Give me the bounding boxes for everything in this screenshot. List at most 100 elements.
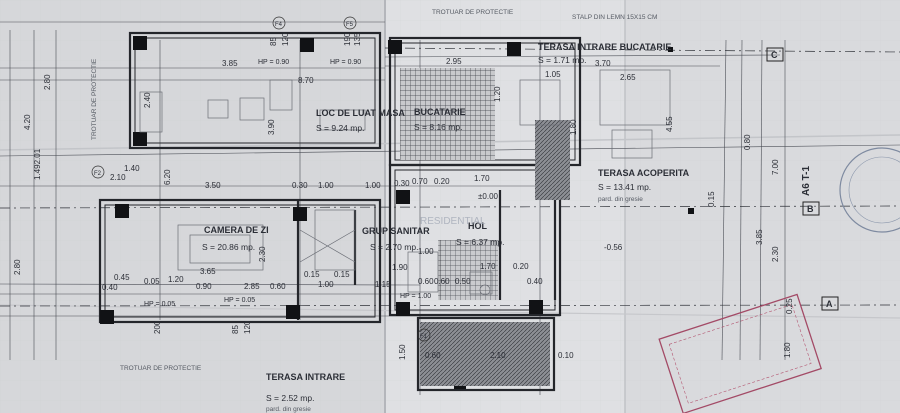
- dimension-text: 1.00: [318, 181, 334, 190]
- dimension-text: 0.20: [513, 262, 529, 271]
- room-name: LOC DE LUAT MASA: [316, 108, 405, 118]
- note-text: TROTUAR DE PROTECTIE: [120, 365, 202, 372]
- axis-label: F2: [94, 171, 102, 177]
- dimension-text: 0.60: [434, 277, 450, 286]
- structural-columns: [100, 36, 694, 389]
- axis-label: F5: [346, 22, 354, 28]
- hp-note: HP = 0.05: [224, 297, 255, 304]
- paper-fold-line: [0, 304, 900, 319]
- dimension-text: 2.80: [43, 74, 52, 90]
- dimension-text: 1.00: [318, 280, 334, 289]
- hp-note: HP = 0.90: [330, 59, 361, 66]
- axis-markers: C B A A6 T-1 F2 F4 F5 F1: [91, 16, 839, 342]
- dimension-text: 1.00: [418, 247, 434, 256]
- dimension-text: 0.05: [144, 277, 160, 286]
- dimension-text: 200: [153, 320, 162, 334]
- dimension-text: 2.10: [490, 351, 506, 360]
- axis-label: B: [807, 204, 814, 214]
- dimension-text: 2.30: [771, 246, 780, 262]
- room-name: TERASA INTRARE BUCATARIE: [538, 42, 671, 52]
- dimension-text: 85: [269, 37, 278, 46]
- room-area: S = 2.52 mp.: [266, 393, 314, 403]
- dimension-text: 1.80: [569, 119, 578, 135]
- round-stamp: [839, 147, 900, 233]
- room-name: TERASA ACOPERITA: [598, 168, 690, 178]
- room-area: S = 2.70 mp.: [370, 242, 418, 252]
- dimension-text: 0.60: [270, 282, 286, 291]
- dimension-text: 1.05: [545, 70, 561, 79]
- dimension-text: 0.80: [743, 134, 752, 150]
- room-area: S = 13.41 mp.: [598, 182, 651, 192]
- dimension-text: 2.65: [620, 73, 636, 82]
- note-text: STALP DIN LEMN 15X15 CM: [572, 14, 657, 21]
- dimension-text: 190: [343, 32, 352, 46]
- section-label: A6 T-1: [801, 166, 812, 196]
- room-name: GRUP SANITAR: [362, 226, 430, 236]
- furniture-sketch: [139, 69, 671, 296]
- dimension-text: 0.20: [434, 177, 450, 186]
- note-text: TROTUAR DE PROTECTIE: [91, 58, 98, 140]
- dimension-text: 135: [353, 32, 362, 46]
- hp-note: HP = 1.00: [400, 293, 431, 300]
- dimension-text: 2.40: [143, 92, 152, 108]
- dimension-text: 3.90: [267, 119, 276, 135]
- dimension-text: 2.80: [13, 259, 22, 275]
- axis-label: C: [771, 50, 778, 60]
- dimension-text: 0.10: [558, 351, 574, 360]
- hp-note: HP = 0.05: [144, 301, 175, 308]
- dimension-text: 3.85: [222, 59, 238, 68]
- dimension-text: 120: [243, 320, 252, 334]
- dimension-text: 0.30: [394, 179, 410, 188]
- dimension-text: 1.00: [365, 181, 381, 190]
- dimension-text: 1.50: [398, 344, 407, 360]
- room-name: CAMERA DE ZI: [204, 225, 269, 235]
- room-name: BUCATARIE: [414, 107, 466, 117]
- dimension-text: 0.25: [785, 298, 794, 314]
- dimension-text: 2.10: [110, 173, 126, 182]
- dimension-text: 1.492.01: [33, 148, 42, 180]
- room-name: TERASA INTRARE: [266, 372, 345, 382]
- dimension-text: 0.90: [196, 282, 212, 291]
- axis-label: A: [826, 299, 833, 309]
- floor-finish: pard. din gresie: [266, 406, 311, 413]
- dimension-text: 85: [231, 325, 240, 334]
- room-area: S = 8.16 mp.: [414, 122, 462, 132]
- dimension-text: 0.50: [455, 277, 471, 286]
- room-name: HOL: [468, 221, 488, 231]
- dimension-text: 2.85: [244, 282, 260, 291]
- dimension-text: 0.60: [418, 277, 434, 286]
- dimension-text: 0.15: [334, 270, 350, 279]
- watermark-text: RESIDENTIAL: [420, 216, 486, 227]
- dimension-text: 0.70: [412, 177, 428, 186]
- dimension-text: 1.20: [493, 86, 502, 102]
- note-text: TROTUAR DE PROTECTIE: [432, 9, 514, 16]
- dimension-text: 1.80: [783, 342, 792, 358]
- tiled-floor-kitchen: [400, 68, 495, 160]
- tiled-floor-hall: [438, 240, 498, 300]
- axis-label: F1: [420, 334, 428, 340]
- dimension-text: 3.50: [205, 181, 221, 190]
- dimension-text: 0.60: [425, 351, 441, 360]
- hatched-entrance-area: [420, 322, 550, 386]
- walls: [98, 31, 582, 392]
- hatched-area: [535, 120, 570, 200]
- red-stamp: [658, 293, 822, 413]
- axis-lines: [0, 47, 900, 307]
- dimension-text: 1.70: [480, 262, 496, 271]
- dimension-text: 3.70: [595, 59, 611, 68]
- floor-finish: pard. din gresie: [598, 196, 643, 203]
- dimension-text: 3.85: [755, 229, 764, 245]
- dimension-text: 2.30: [258, 246, 267, 262]
- dimension-text: 0.40: [102, 283, 118, 292]
- dimension-text: 0.40: [527, 277, 543, 286]
- dimension-text: 1.70: [474, 174, 490, 183]
- dimension-text: 3.65: [200, 267, 216, 276]
- dimension-text: 1.90: [392, 263, 408, 272]
- dimension-text: -0.56: [604, 243, 623, 252]
- dimension-text: 6.20: [163, 169, 172, 185]
- room-area: S = 6.37 mp.: [456, 237, 504, 247]
- dimension-text: 4.20: [23, 114, 32, 130]
- dimension-text: 8.70: [298, 76, 314, 85]
- dimension-text: 0.15: [304, 270, 320, 279]
